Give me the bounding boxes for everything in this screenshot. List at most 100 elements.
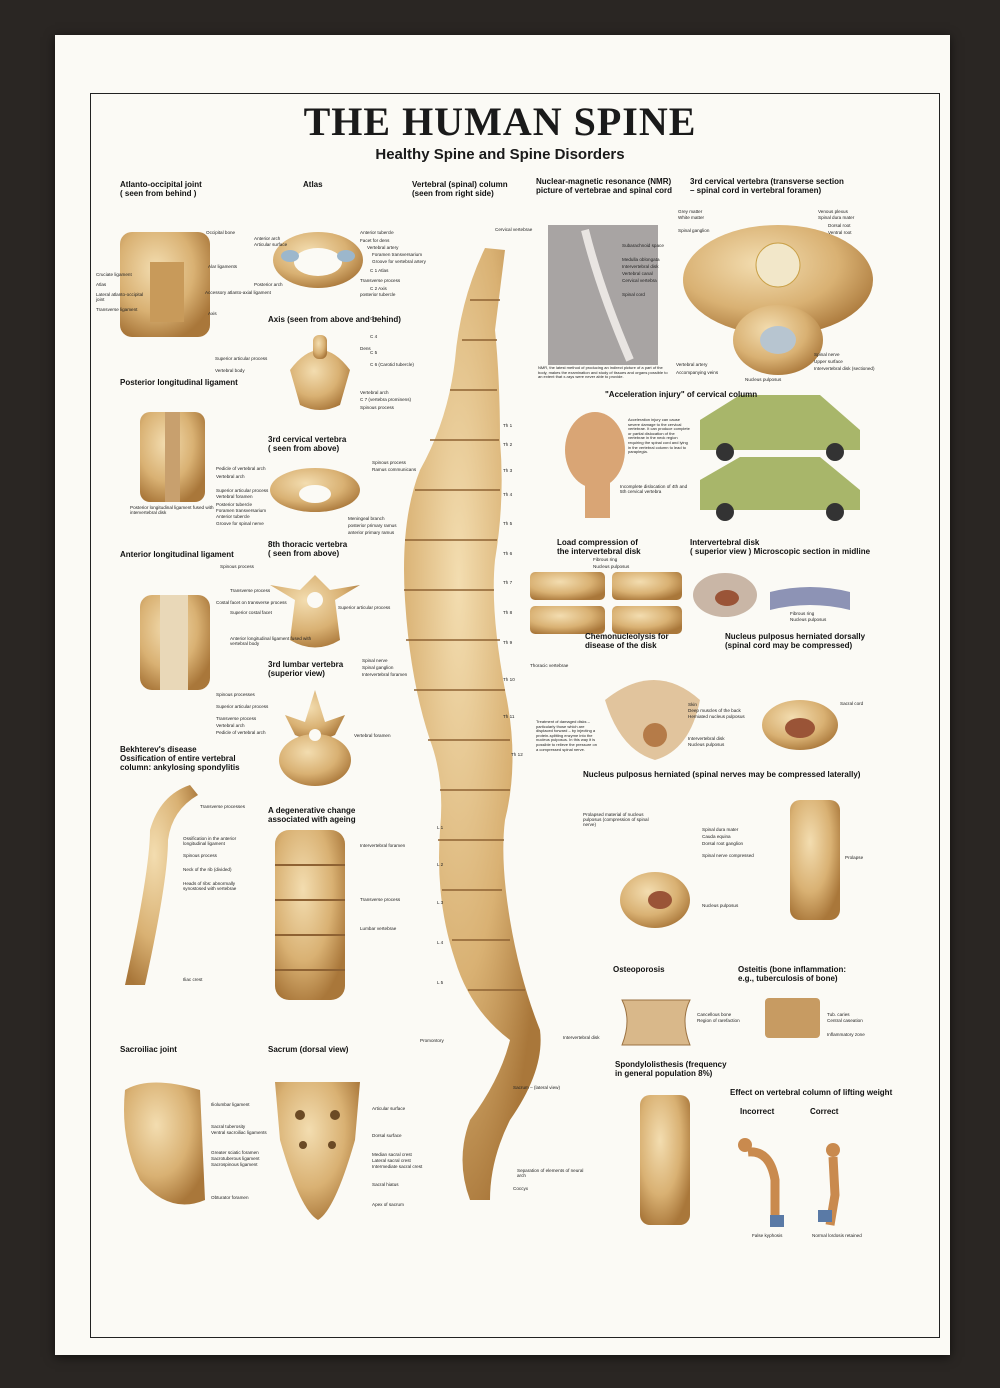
label-spinous-process-bekhterev: Spinous process	[183, 853, 217, 858]
label-costal-facet: Costal facet on transverse process	[216, 600, 287, 605]
label-median-sacral-crest: Median sacral crest	[372, 1152, 412, 1157]
label-dorsal-root-ganglion: Dorsal root ganglion	[702, 841, 744, 846]
label-th9: Th 9	[503, 640, 513, 645]
head-illustration	[565, 412, 625, 518]
label-vertebral-canal: Vertebral canal	[622, 271, 653, 276]
label-promontory: Promontory	[420, 1038, 444, 1043]
degenerative-change-illustration	[275, 830, 345, 1000]
label-transverse-ligament: Transverse ligament	[96, 307, 138, 312]
label-th2: Th 2	[503, 442, 513, 447]
label-accompanying-veins: Accompanying veins	[676, 370, 719, 375]
osteitis-illustration	[765, 998, 820, 1038]
label-vertebral-foramen-lumbar: Vertebral foramen	[354, 733, 391, 738]
label-dens: Dens	[360, 346, 371, 351]
label-spinal-dura-mater-section: Spinal dura mater	[818, 215, 855, 220]
label-anterior-tubercle-cervical: Anterior tubercle	[216, 514, 250, 519]
label-spinal-ganglion-lumbar: Spinal ganglion	[362, 665, 394, 670]
label-l1: L 1	[437, 825, 444, 830]
label-nucleus-pulposus-lateral: Nucleus pulposus	[702, 903, 739, 908]
label-vertebral-body-axis: Vertebral body	[215, 368, 245, 373]
label-obturator-foramen: Obturator foramen	[211, 1195, 249, 1200]
heading-acceleration-injury: "Acceleration injury" of cervical column	[605, 390, 758, 399]
poster-subtitle: Healthy Spine and Spine Disorders	[375, 146, 625, 163]
label-dorsal-root: Dorsal root	[828, 223, 851, 228]
label-superior-articular-thoracic: Superior articular process	[338, 605, 391, 610]
heading-lifting-weight: Effect on vertebral column of lifting we…	[730, 1088, 893, 1097]
label-transverse-process-thoracic: Transverse process	[230, 588, 271, 593]
label-separation-neural-arch: Separation of elements of neural arch	[517, 1168, 584, 1179]
label-spinous-process-thoracic: Spinous process	[220, 564, 254, 569]
posterior-ligament-illustration	[140, 412, 205, 502]
label-foramen-transversarium-cervical: Foramen transversarium	[216, 508, 267, 513]
label-incorrect: Incorrect	[740, 1107, 775, 1116]
transverse-section-illustration	[683, 225, 873, 375]
thoracic-vertebra-illustration	[270, 575, 360, 648]
label-false-kyphosis: False kyphosis	[752, 1233, 783, 1238]
label-cancellous-bone: Cancellous bone	[697, 1012, 732, 1017]
heading-3rd-cervical-vertebra: 3rd cervical vertebra ( seen from above)	[268, 435, 347, 453]
label-th5: Th 5	[503, 521, 513, 526]
sacrum-illustration	[275, 1082, 360, 1220]
heading-bekhterevs-disease: Bekhterev's disease Ossification of enti…	[120, 745, 240, 772]
label-incomplete-dislocation: Incomplete dislocation of 4th and 5th ce…	[620, 484, 688, 495]
label-upper-surface: Upper surface	[814, 359, 843, 364]
label-thoracic-vertebrae: Thoracic vertebrae	[530, 663, 569, 668]
label-sacrotuberous-ligament: Sacrotuberous ligament	[211, 1156, 260, 1161]
label-spinal-ganglion-section: Spinal ganglion	[678, 228, 710, 233]
cervical-vertebra-illustration	[270, 468, 360, 512]
label-c1-atlas: C 1 Atlas	[370, 268, 389, 273]
label-tub-caries: Tub. caries	[827, 1012, 850, 1017]
label-anterior-ligament-fused: Anterior longitudinal ligament fused wit…	[230, 636, 312, 647]
heading-8th-thoracic-vertebra: 8th thoracic vertebra ( seen from above)	[268, 540, 348, 558]
label-occipital-bone: Occipital bone	[206, 230, 236, 235]
label-th11: Th 11	[503, 714, 515, 719]
label-c6: C 6 (Carotid tubercle)	[370, 362, 414, 367]
label-vertebral-arch-axis: Vertebral arch	[360, 390, 389, 395]
label-foramen-transversarium: Foramen transversarium	[372, 252, 423, 257]
lumbar-vertebra-illustration	[279, 690, 351, 786]
label-nucleus-pulposus-disk: Nucleus pulposus	[790, 617, 827, 622]
label-vertebral-foramen-cervical: Vertebral foramen	[216, 494, 253, 499]
label-vertebral-artery: Vertebral artery	[367, 245, 399, 250]
label-c2-axis: C 2 Axis	[370, 286, 387, 291]
spondylolisthesis-illustration	[640, 1095, 690, 1225]
label-c5: C 5	[370, 350, 378, 355]
label-cauda-equina: Cauda equina	[702, 834, 731, 839]
intervertebral-disk-illustration	[693, 573, 850, 617]
label-facet-for-dens: Facet for dens	[360, 238, 390, 243]
label-posterior-primary-ramus: posterior primary ramus	[348, 523, 397, 528]
label-nucleus-pulposus-load: Nucleus pulposus	[593, 564, 630, 569]
vertebral-column-illustration	[404, 248, 541, 1200]
label-iliac-crest: Iliac crest	[183, 977, 203, 982]
label-sacral-hiatus: Sacral hiatus	[372, 1182, 399, 1187]
label-correct: Correct	[810, 1107, 839, 1116]
label-posterior-tubercle: posterior tubercle	[360, 292, 396, 297]
label-l2: L 2	[437, 862, 444, 867]
label-th1: Th 1	[503, 423, 513, 428]
herniated-lateral-illustration	[620, 800, 840, 928]
label-sacral-tuberosity: Sacral tuberosity	[211, 1124, 246, 1129]
label-inflammatory-zone: Inflammatory zone	[827, 1032, 865, 1037]
label-sacrospinous-ligament: Sacrospinous ligament	[211, 1162, 258, 1167]
label-c3: C 3	[370, 316, 378, 321]
label-medulla-oblongata: Medulla oblongata	[622, 257, 660, 262]
label-spinal-nerve-section: Spinal nerve	[814, 352, 840, 357]
heading-sacroiliac-joint: Sacroiliac joint	[120, 1045, 177, 1054]
heading-herniated-dorsally: Nucleus pulposus herniated dorsally (spi…	[725, 632, 866, 650]
label-spinal-dura-mater-lateral: Spinal dura mater	[702, 827, 739, 832]
label-nucleus-pulposus-chemo: Nucleus pulposus	[688, 742, 725, 747]
label-transverse-processes-bekhterev: Transverse processes	[200, 804, 246, 809]
lifting-figures-illustration	[738, 1138, 840, 1227]
label-skin: Skin	[688, 702, 697, 707]
heading-transverse-section: 3rd cervical vertebra (transverse sectio…	[690, 177, 844, 195]
label-articular-surface: Articular surface	[254, 242, 288, 247]
label-prolapse: Prolapse	[845, 855, 864, 860]
label-c7-prominens: C 7 (vertebra prominens)	[360, 397, 412, 402]
label-transverse-process-atlas: Transverse process	[360, 278, 401, 283]
label-th12: Th 12	[511, 752, 523, 757]
label-subarachnoid-space: Subarachnoid space	[622, 243, 664, 248]
label-heads-of-ribs: Heads of ribs: abnormally synostosed wit…	[183, 881, 237, 892]
label-spinal-cord-nmr: Spinal cord	[622, 292, 645, 297]
label-venous-plexus: Venous plexus	[818, 209, 848, 214]
label-spinal-nerve-compressed: Spinal nerve compressed	[702, 853, 754, 858]
